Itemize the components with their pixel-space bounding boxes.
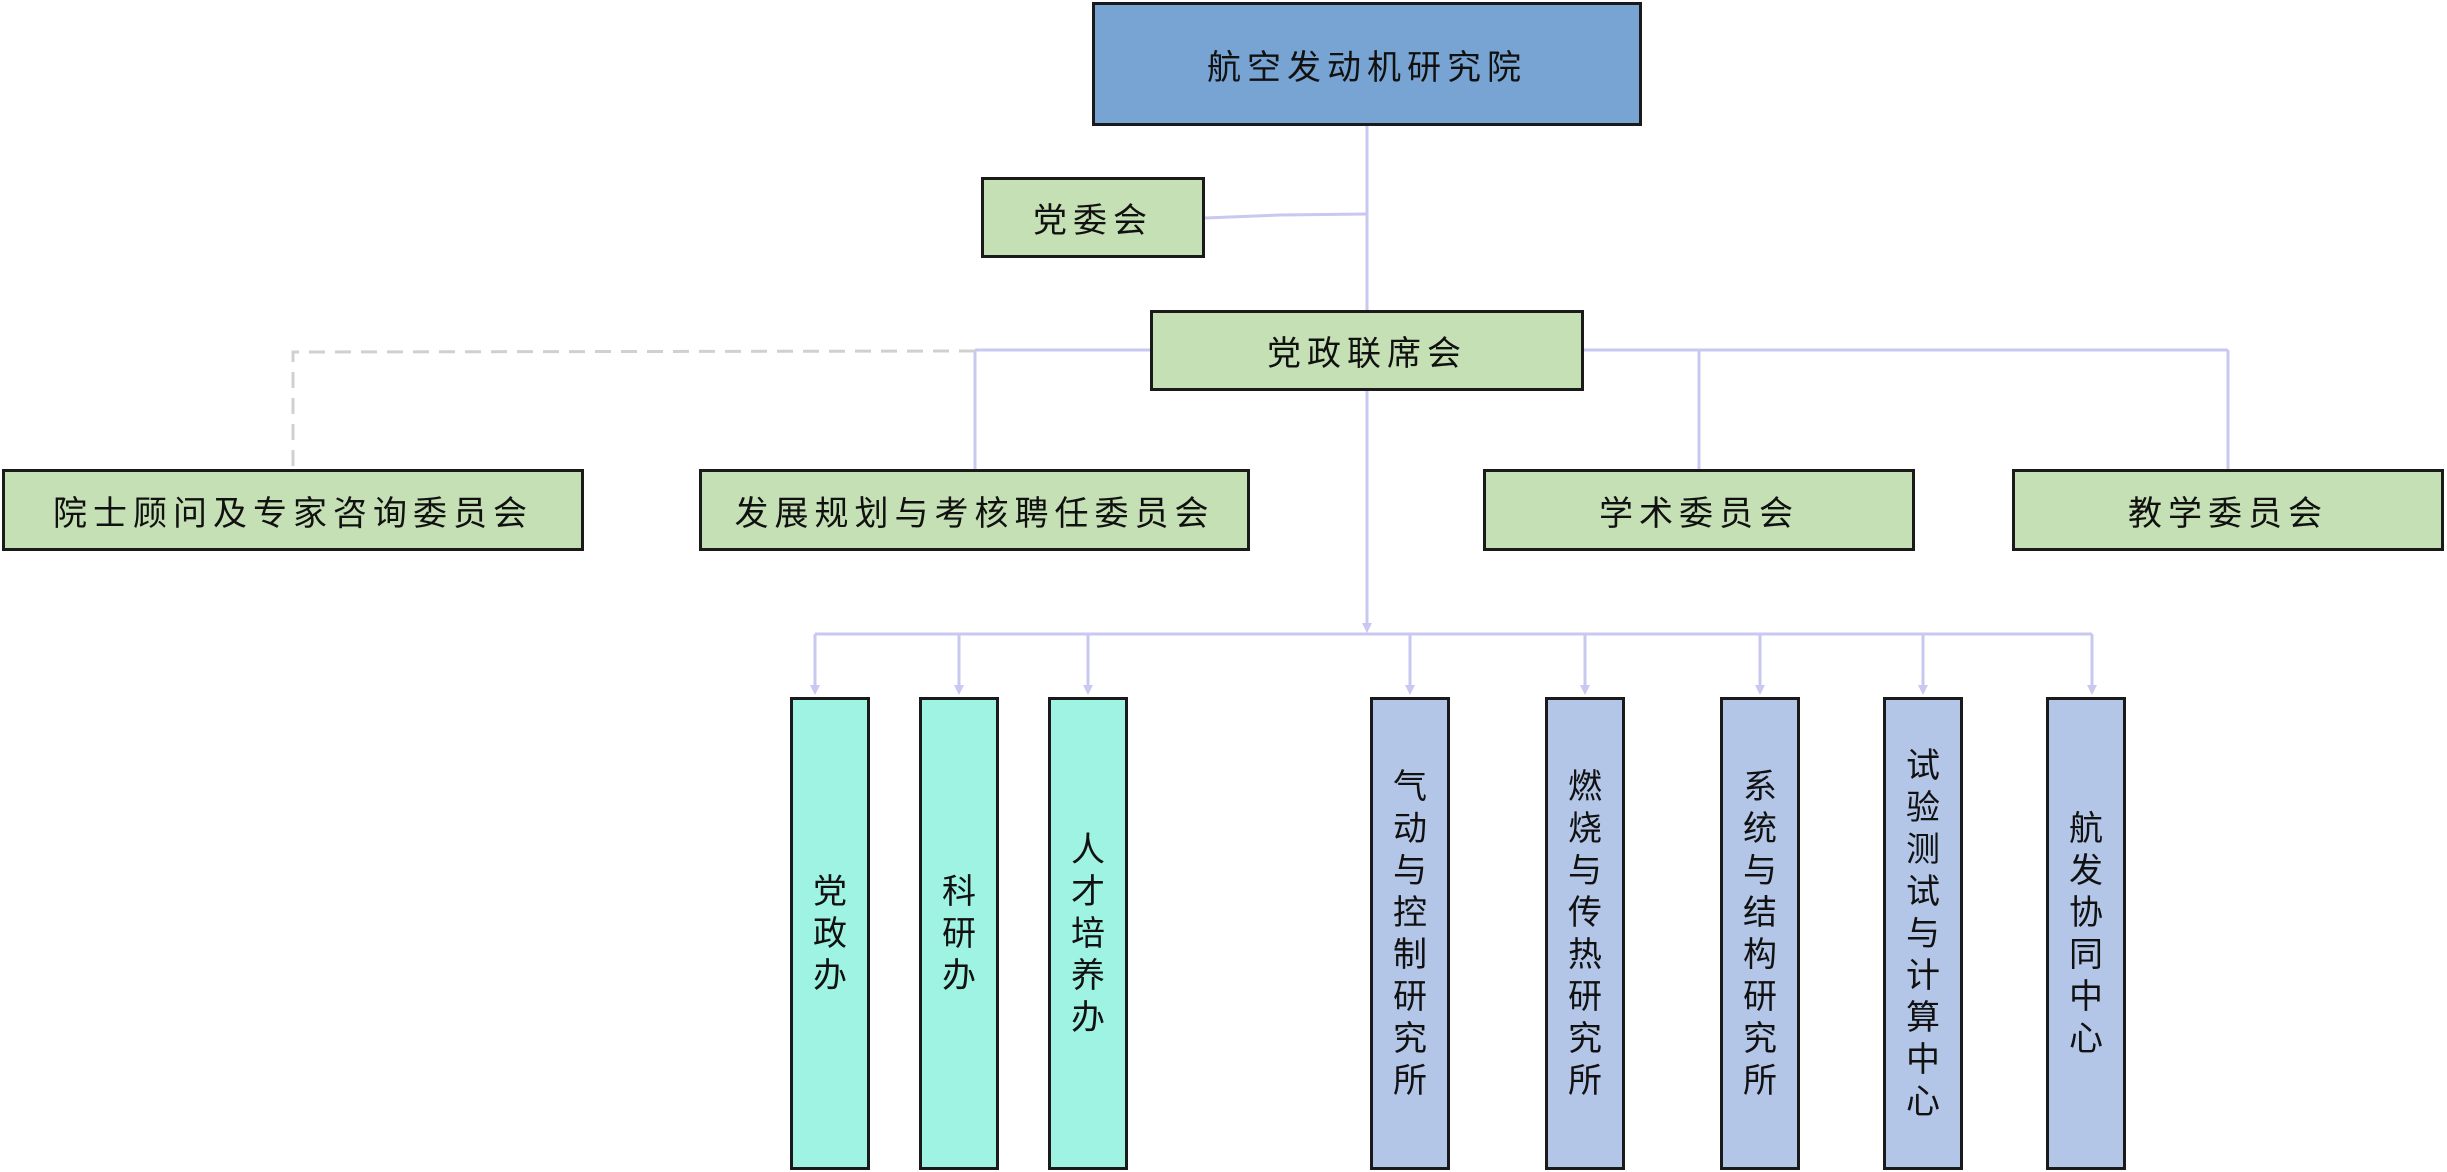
institute-node: 航发协同中心 [2046,697,2126,1170]
vertical-label: 人才培养办 [1071,829,1105,1038]
vertical-label: 航发协同中心 [2069,808,2103,1059]
office-node: 党政办 [790,697,870,1170]
root-node: 航空发动机研究院 [1092,2,1642,126]
committee-label: 发展规划与考核聘任委员会 [734,493,1215,534]
committee-label: 院士顾问及专家咨询委员会 [53,493,533,534]
institute-node: 试验测试与计算中心 [1883,697,1963,1170]
connector-academic-dashed [291,349,976,469]
connector-party [1204,212,1368,220]
institute-node: 燃烧与传热研究所 [1545,697,1625,1170]
party-committee-node: 党委会 [981,177,1205,258]
vertical-label: 科研办 [942,871,976,996]
committee-planning-appraisal: 发展规划与考核聘任委员会 [699,469,1250,551]
vertical-label: 党政办 [813,871,847,996]
root-label: 航空发动机研究院 [1207,47,1527,88]
joint-meeting-node: 党政联席会 [1150,310,1584,391]
office-node: 科研办 [919,697,999,1170]
vertical-label: 系统与结构研究所 [1743,766,1777,1101]
committee-label: 教学委员会 [2128,493,2328,534]
committee-academic-advisory: 院士顾问及专家咨询委员会 [2,469,584,551]
office-node: 人才培养办 [1048,697,1128,1170]
committee-teaching: 教学委员会 [2012,469,2444,551]
institute-node: 系统与结构研究所 [1720,697,1800,1170]
vertical-label: 气动与控制研究所 [1393,766,1427,1101]
committee-label: 学术委员会 [1599,493,1799,534]
vertical-label: 燃烧与传热研究所 [1568,766,1602,1101]
vertical-label: 试验测试与计算中心 [1906,745,1940,1122]
joint-meeting-label: 党政联席会 [1267,334,1467,374]
committee-academic: 学术委员会 [1483,469,1915,551]
party-committee-label: 党委会 [1033,201,1153,241]
institute-node: 气动与控制研究所 [1370,697,1450,1170]
